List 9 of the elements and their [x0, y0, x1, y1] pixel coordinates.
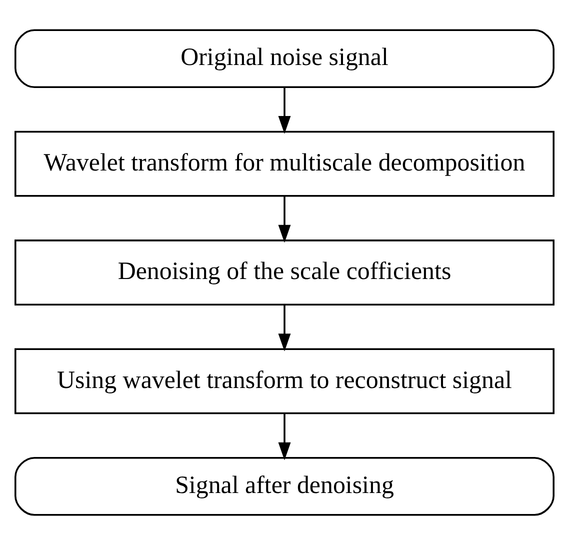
arrow	[278, 413, 291, 460]
arrow	[278, 196, 291, 243]
arrow	[278, 304, 291, 352]
node-box: Wavelet transform for multiscale decomposition	[14, 130, 554, 197]
node-box: Signal after denoising	[14, 456, 554, 516]
node-box: Original noise signal	[14, 29, 554, 88]
arrow	[278, 88, 291, 134]
node-box: Using wavelet transform to reconstruct signal	[14, 348, 554, 414]
node-box: Denoising of the scale cofficients	[14, 240, 554, 306]
